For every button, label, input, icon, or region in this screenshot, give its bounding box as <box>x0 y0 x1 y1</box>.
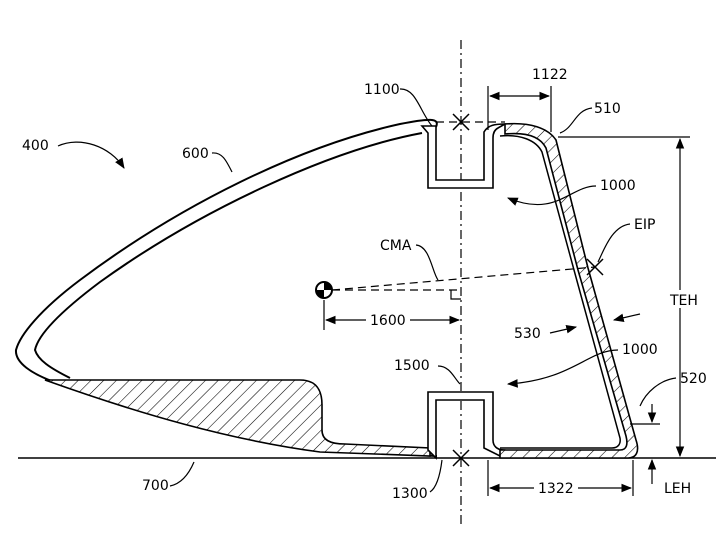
label-1600: 1600 <box>370 313 406 329</box>
label-1300: 1300 <box>392 486 428 502</box>
top-port-cavity <box>422 124 505 188</box>
label-700: 700 <box>142 478 169 494</box>
leader-600 <box>212 153 232 172</box>
label-600: 600 <box>182 146 209 162</box>
label-1122: 1122 <box>532 67 568 83</box>
leader-520 <box>640 378 676 406</box>
leader-400 <box>58 142 124 168</box>
leader-eip <box>598 224 630 262</box>
right-angle-mark <box>451 290 461 299</box>
bottom-port-cavity <box>428 392 504 458</box>
label-530: 530 <box>514 326 541 342</box>
label-1100: 1100 <box>364 82 400 98</box>
label-leh: LEH <box>664 481 691 497</box>
thickness-530-arrow-left <box>550 327 576 333</box>
leader-700 <box>170 462 194 486</box>
thickness-530-arrow-right <box>614 314 640 320</box>
leader-1500 <box>438 366 460 384</box>
label-1322: 1322 <box>538 481 574 497</box>
label-400: 400 <box>22 138 49 154</box>
label-1000-bottom: 1000 <box>622 342 658 358</box>
cg-to-eip-line <box>332 267 595 290</box>
leader-1000-bottom <box>508 350 618 384</box>
leader-1300 <box>430 460 442 492</box>
label-teh: TEH <box>669 293 698 309</box>
label-eip: EIP <box>634 217 655 233</box>
label-1500: 1500 <box>394 358 430 374</box>
label-520: 520 <box>680 371 707 387</box>
leader-cma <box>416 245 438 280</box>
label-cma: CMA <box>380 238 412 254</box>
label-1000-top: 1000 <box>600 178 636 194</box>
center-of-gravity-symbol <box>316 282 332 298</box>
body-inner-shell <box>35 133 422 378</box>
leader-510 <box>560 108 592 133</box>
sole-weight-hatched <box>45 380 430 456</box>
label-510: 510 <box>594 101 621 117</box>
striking-face-hatched <box>500 124 638 458</box>
